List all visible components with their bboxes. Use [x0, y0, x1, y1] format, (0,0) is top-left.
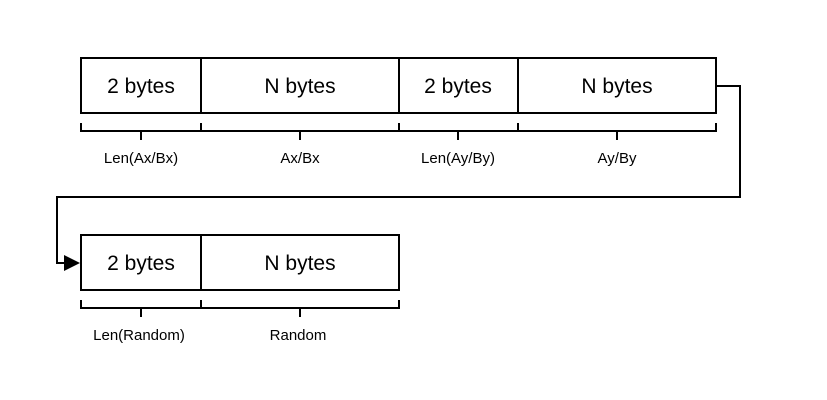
row-1-cell-3-size: 2 bytes: [424, 75, 492, 98]
row-1-field-len-ax-bx: 2 bytes Len(Ax/Bx): [80, 57, 202, 167]
row-1-field-ax-bx: N bytes Ax/Bx: [200, 57, 400, 167]
row-1-field-len-ay-by: 2 bytes Len(Ay/By): [398, 57, 519, 167]
row-1-brace-4: [517, 123, 717, 140]
row-2-cell-2-size: N bytes: [264, 252, 335, 275]
row-2-field-1-label: Len(Random): [93, 327, 185, 344]
row-1-field-1-label: Len(Ax/Bx): [104, 150, 178, 167]
row-1-cell-2: [200, 57, 400, 114]
row-1-field-2-label: Ax/Bx: [280, 150, 320, 167]
row-1-brace-2: [200, 123, 400, 140]
row-1-field-ay-by: N bytes Ay/By: [517, 57, 717, 167]
row-2-brace-2: [200, 300, 400, 317]
row-2: 2 bytes Len(Random) N bytes Random: [80, 234, 400, 344]
row-1-field-3-label: Len(Ay/By): [421, 150, 495, 167]
row-2-field-2-label: Random: [270, 327, 327, 344]
row-2-field-len-random: 2 bytes Len(Random): [80, 234, 202, 344]
row-1-cell-3: [398, 57, 519, 114]
row-continuation-arrow: [56, 85, 741, 271]
row-1-cell-2-size: N bytes: [264, 75, 335, 98]
row-1-cell-1: [80, 57, 202, 114]
row-1: 2 bytes Len(Ax/Bx) N bytes Ax/Bx 2 bytes…: [80, 57, 717, 167]
row-2-cell-1-size: 2 bytes: [107, 252, 175, 275]
row-1-brace-1: [80, 123, 202, 140]
row-2-cell-2: [200, 234, 400, 291]
row-2-brace-1: [80, 300, 202, 317]
row-1-field-4-label: Ay/By: [598, 150, 637, 167]
row-2-field-random: N bytes Random: [200, 234, 400, 344]
row-1-brace-3: [398, 123, 519, 140]
row-1-cell-1-size: 2 bytes: [107, 75, 175, 98]
row-1-cell-4-size: N bytes: [581, 75, 652, 98]
